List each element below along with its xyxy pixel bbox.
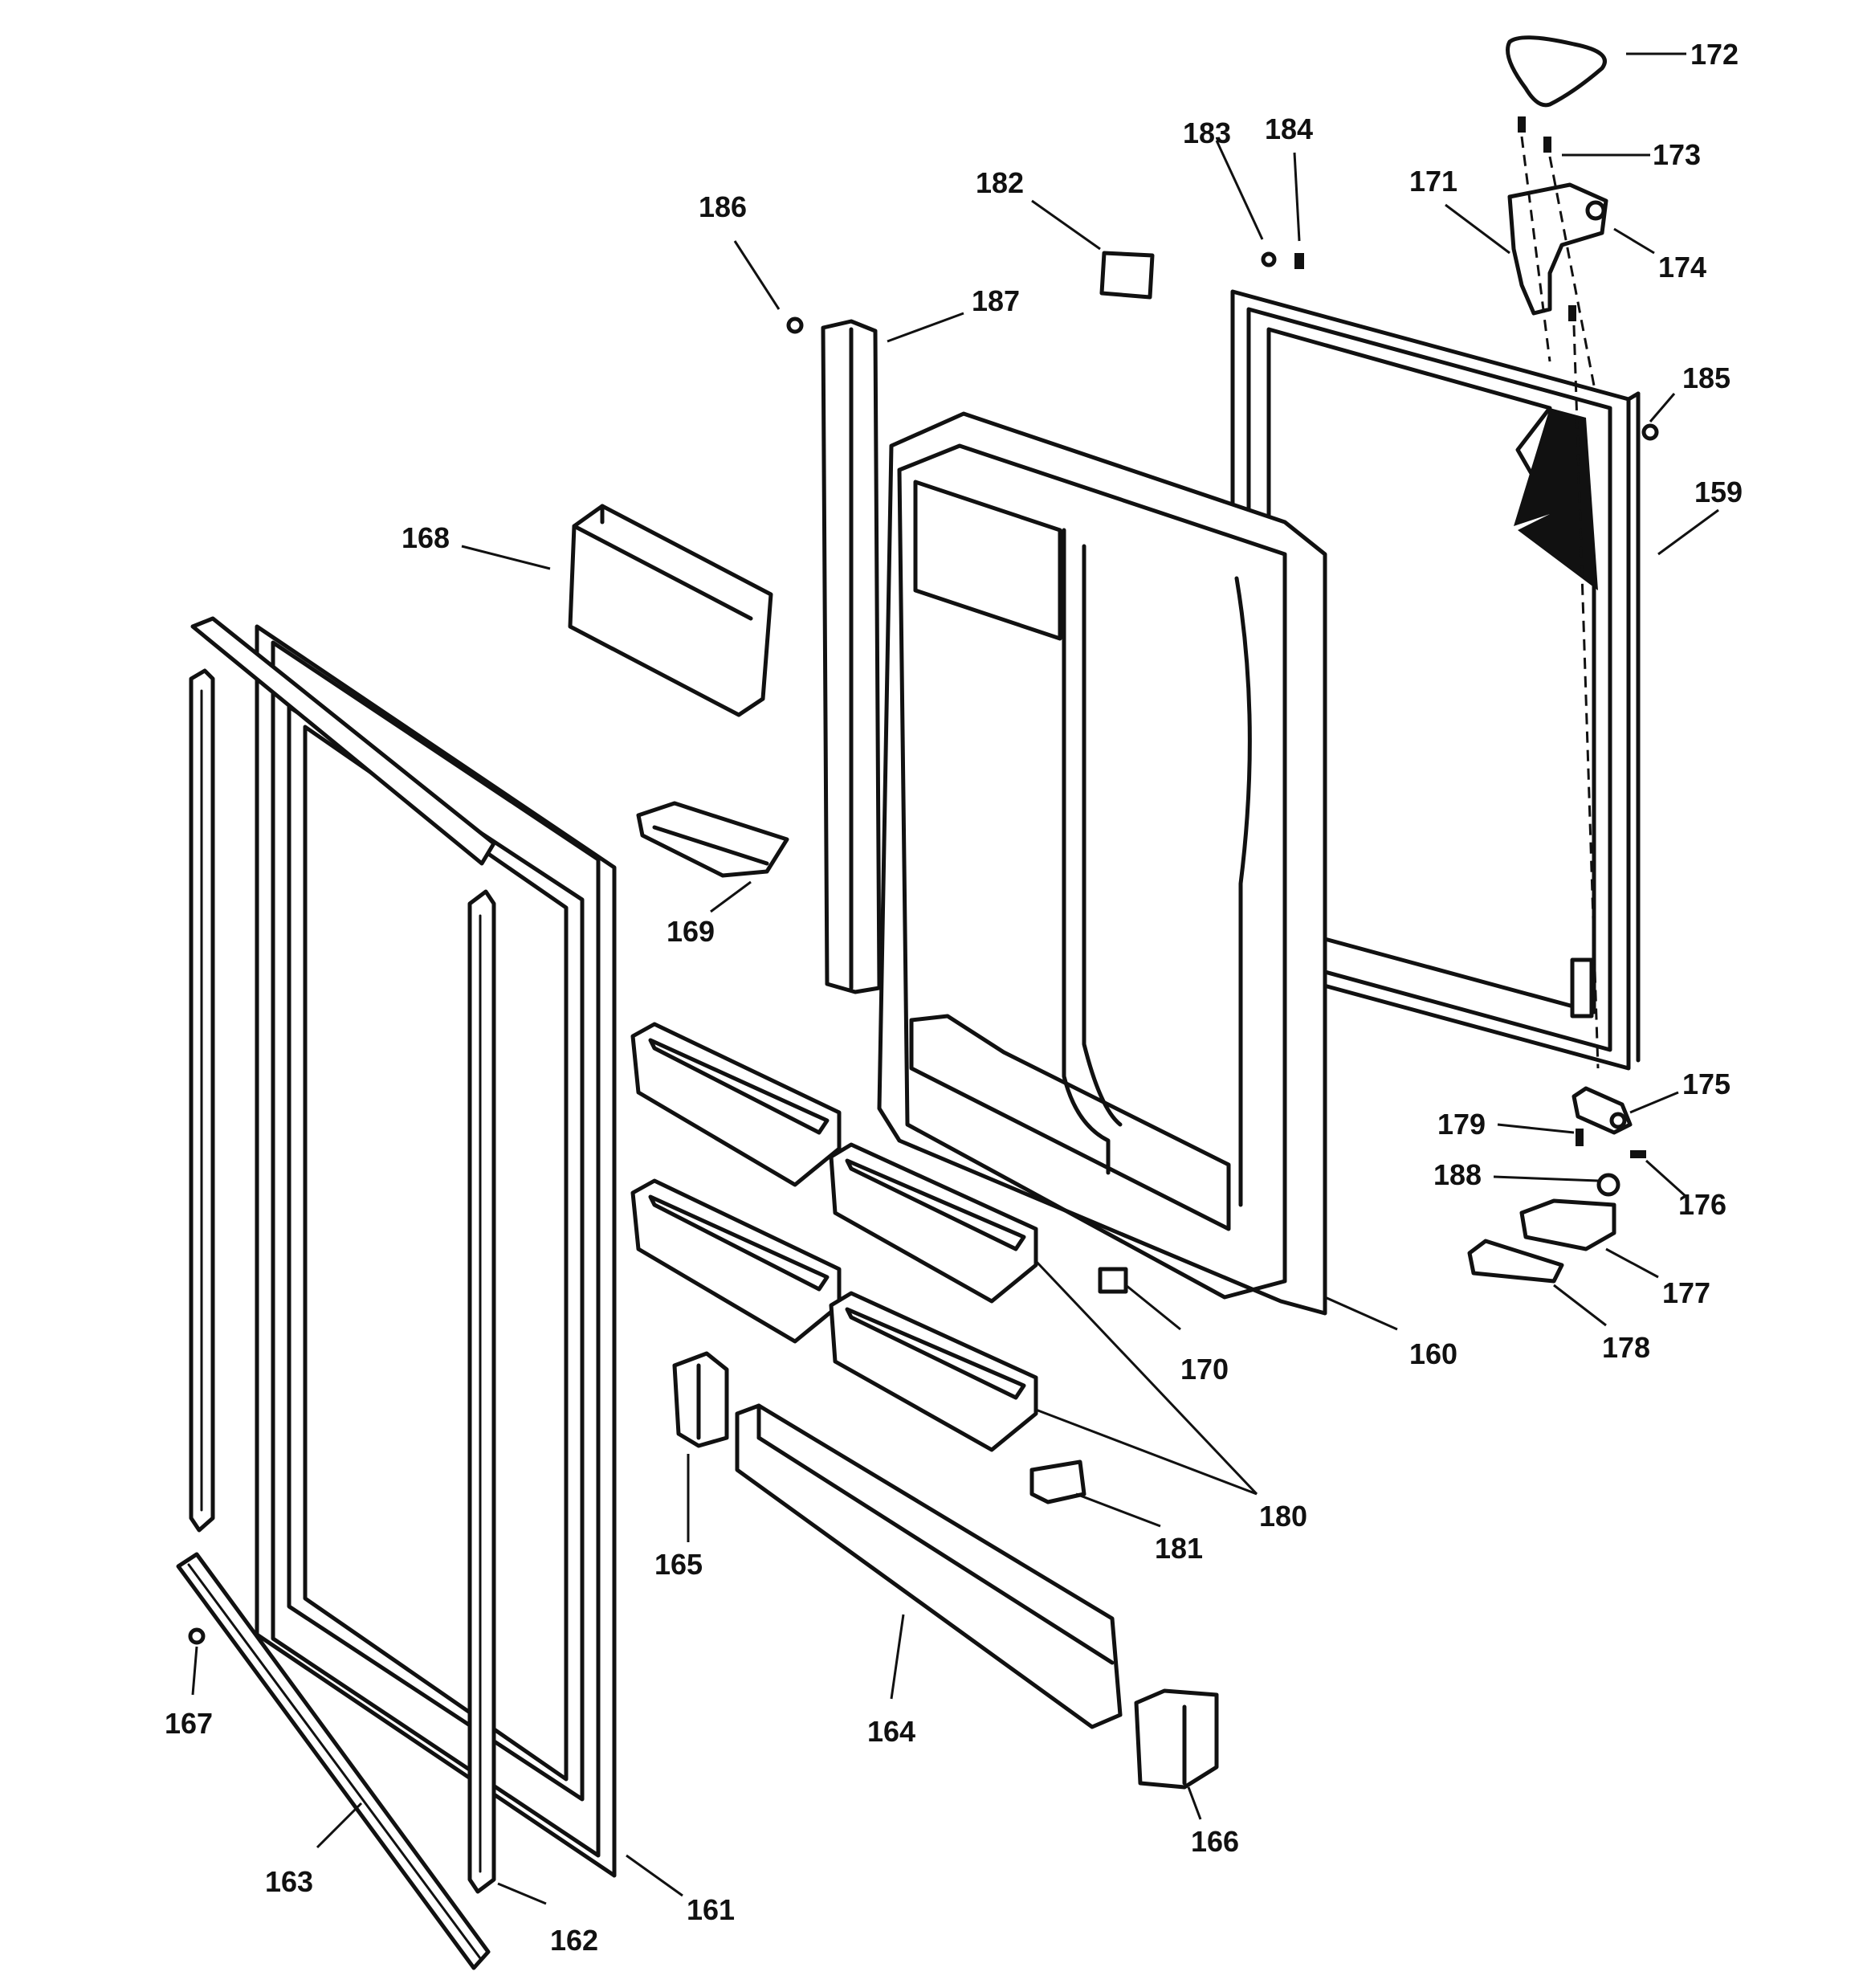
label-174: 174 — [1658, 251, 1706, 284]
label-186: 186 — [699, 190, 747, 223]
part-182-pad — [1099, 251, 1155, 300]
hardware-fasteners — [188, 116, 1659, 1645]
label-172: 172 — [1690, 38, 1739, 71]
label-169: 169 — [667, 915, 715, 948]
part-169-butter-tray — [636, 801, 789, 878]
label-184: 184 — [1265, 112, 1313, 145]
part-187-vertical-trim — [821, 319, 882, 994]
label-162: 162 — [550, 1924, 598, 1957]
label-180: 180 — [1259, 1500, 1307, 1533]
label-165: 165 — [654, 1548, 703, 1581]
label-160: 160 — [1409, 1337, 1457, 1370]
label-182: 182 — [976, 166, 1024, 199]
label-183: 183 — [1183, 116, 1231, 149]
label-175: 175 — [1682, 1067, 1731, 1100]
part-178-shim — [1467, 1239, 1564, 1284]
label-159: 159 — [1694, 476, 1743, 508]
part-trim-strip-top — [190, 616, 496, 866]
label-185: 185 — [1682, 361, 1731, 394]
label-177: 177 — [1662, 1276, 1710, 1309]
part-168-dairy-door — [568, 504, 773, 717]
label-176: 176 — [1678, 1188, 1726, 1221]
label-163: 163 — [265, 1865, 313, 1898]
part-labels: 172 173 171 174 183 184 182 186 187 185 … — [165, 38, 1743, 1957]
part-180-door-bin-4 — [829, 1291, 1038, 1452]
label-188: 188 — [1433, 1158, 1482, 1191]
part-175-bottom-hinge — [1572, 1086, 1633, 1135]
label-171: 171 — [1409, 165, 1457, 198]
part-163-trim-strip — [176, 1552, 491, 1970]
part-166-end-cap — [1134, 1688, 1219, 1790]
part-170-clip — [1098, 1267, 1128, 1294]
part-162-trim-strip — [467, 889, 496, 1894]
part-trim-strip-left — [189, 668, 215, 1533]
part-180-door-bin-1 — [630, 1022, 842, 1187]
label-164: 164 — [867, 1715, 915, 1748]
part-165-end-cap — [672, 1351, 729, 1448]
label-187: 187 — [972, 284, 1020, 317]
part-164-door-rail — [735, 1403, 1123, 1729]
part-181-bracket — [1029, 1459, 1086, 1504]
part-180-door-bin-2 — [630, 1178, 842, 1344]
label-173: 173 — [1653, 138, 1701, 171]
leader-lines — [191, 52, 1719, 1905]
label-181: 181 — [1155, 1532, 1203, 1565]
label-166: 166 — [1191, 1825, 1239, 1858]
label-167: 167 — [165, 1707, 213, 1740]
part-160-inner-door-liner — [877, 411, 1327, 1316]
label-179: 179 — [1437, 1108, 1486, 1141]
part-177-bottom-hinge — [1519, 1198, 1616, 1251]
part-172-hinge-cover — [1506, 35, 1607, 108]
part-171-174-top-hinge — [1507, 182, 1608, 316]
label-168: 168 — [402, 521, 450, 554]
label-170: 170 — [1180, 1353, 1229, 1386]
label-161: 161 — [687, 1893, 735, 1926]
part-180-door-bin-3 — [829, 1142, 1038, 1304]
label-178: 178 — [1602, 1331, 1650, 1364]
